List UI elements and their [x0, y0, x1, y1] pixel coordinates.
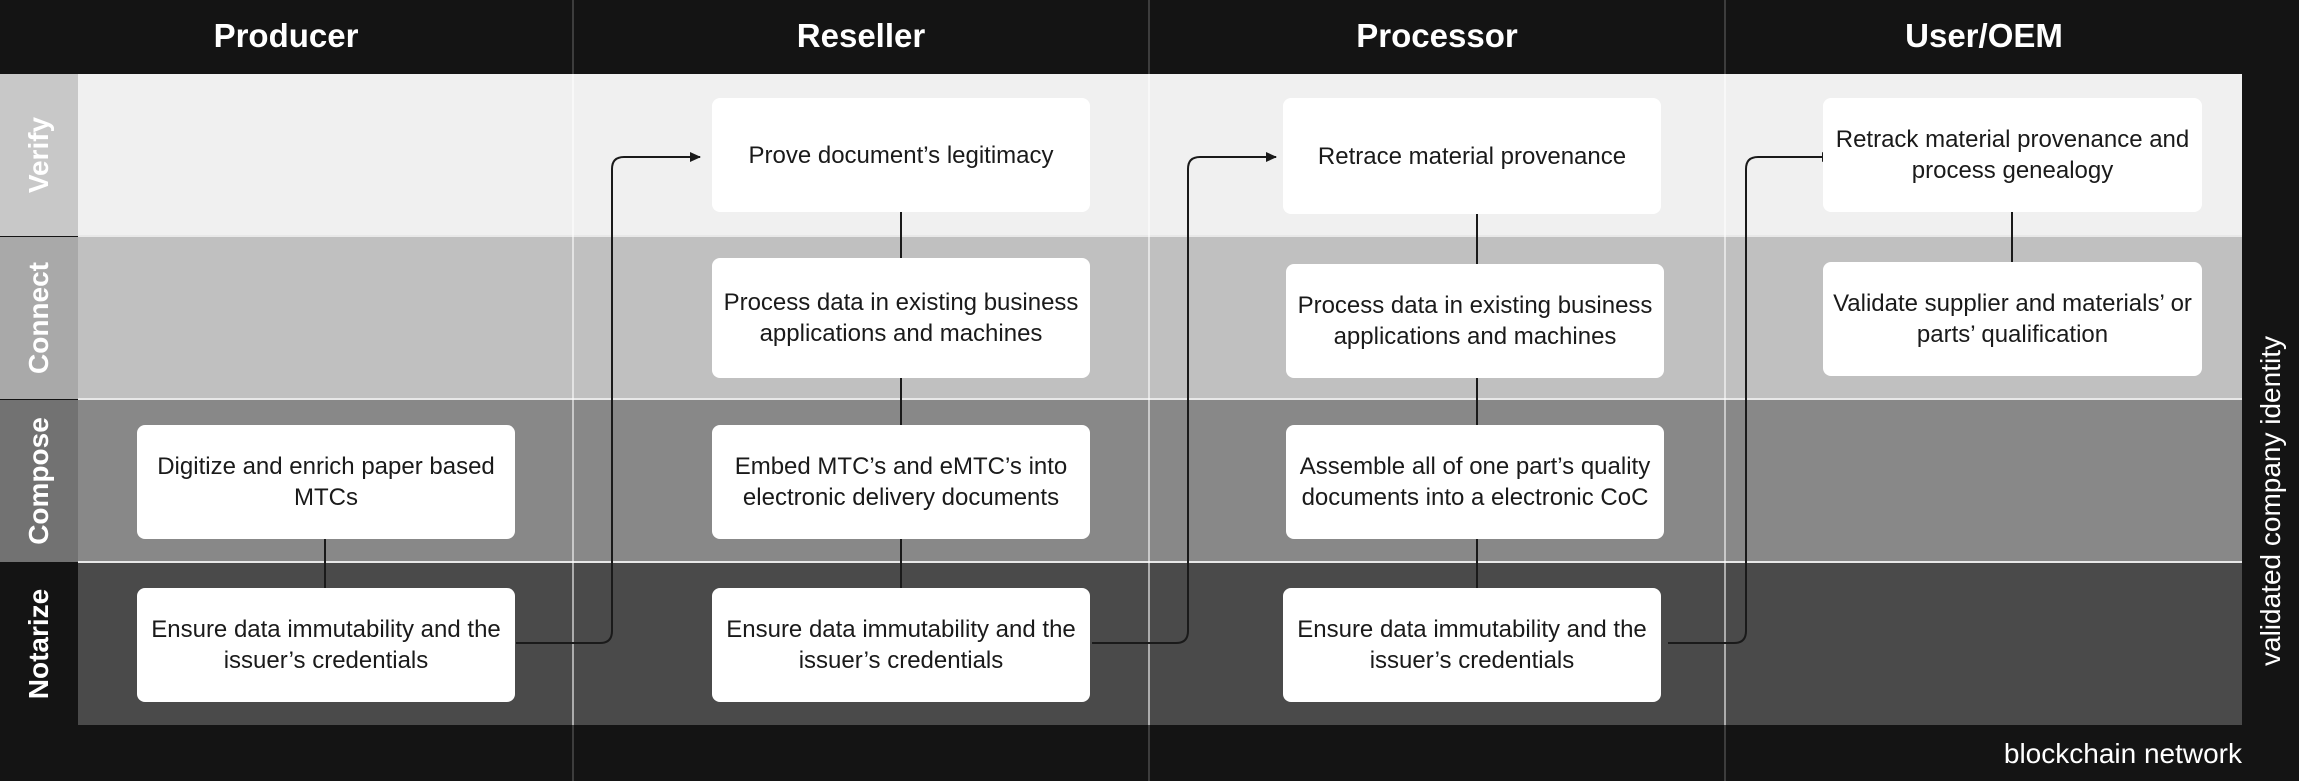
row-label-text: Compose	[23, 417, 55, 545]
column-header-reseller: Reseller	[796, 17, 926, 54]
row-label-notarize: Notarize	[0, 563, 78, 725]
column-header-producer: Producer	[213, 17, 359, 54]
row-label-text: Connect	[23, 262, 54, 374]
row-label-text: Notarize	[23, 588, 54, 700]
processor-connect-node: Process data in existing business applic…	[1286, 264, 1664, 378]
column-header-user-oem: User/OEM	[1905, 17, 2063, 54]
band-column-divider	[1724, 74, 1726, 725]
reseller-connect-node: Process data in existing business applic…	[712, 258, 1090, 378]
processor-compose-node: Assemble all of one part’s quality docum…	[1286, 425, 1664, 539]
reseller-compose-node: Embed MTC’s and eMTC’s into electronic d…	[712, 425, 1090, 539]
row-label-text: Verify	[23, 116, 54, 194]
producer-notarize-node: Ensure data immutability and the issuer’…	[137, 588, 515, 702]
producer-compose-node: Digitize and enrich paper based MTCs	[137, 425, 515, 539]
row-label-connect: Connect	[0, 237, 78, 399]
band-separator	[78, 398, 2242, 400]
band-column-divider	[1148, 74, 1150, 725]
processor-verify-node: Retrace material provenance	[1283, 98, 1661, 214]
band-separator	[78, 235, 2242, 237]
column-header-processor: Processor	[1356, 17, 1518, 54]
band-separator	[78, 561, 2242, 563]
processor-notarize-node: Ensure data immutability and the issuer’…	[1283, 588, 1661, 702]
user-connect-node: Validate supplier and materials’ or part…	[1823, 262, 2202, 376]
validated-identity-label: validated company identity	[2242, 0, 2299, 781]
row-label-verify: Verify	[0, 74, 78, 236]
row-label-compose: Compose	[0, 400, 78, 562]
validated-identity-text: validated company identity	[2254, 335, 2286, 666]
blockchain-network-label: blockchain network	[2003, 738, 2242, 769]
reseller-verify-node: Prove document’s legitimacy	[712, 98, 1090, 212]
user-verify-node: Retrack material provenance and process …	[1823, 98, 2202, 212]
band-column-divider	[572, 74, 574, 725]
reseller-notarize-node: Ensure data immutability and the issuer’…	[712, 588, 1090, 702]
